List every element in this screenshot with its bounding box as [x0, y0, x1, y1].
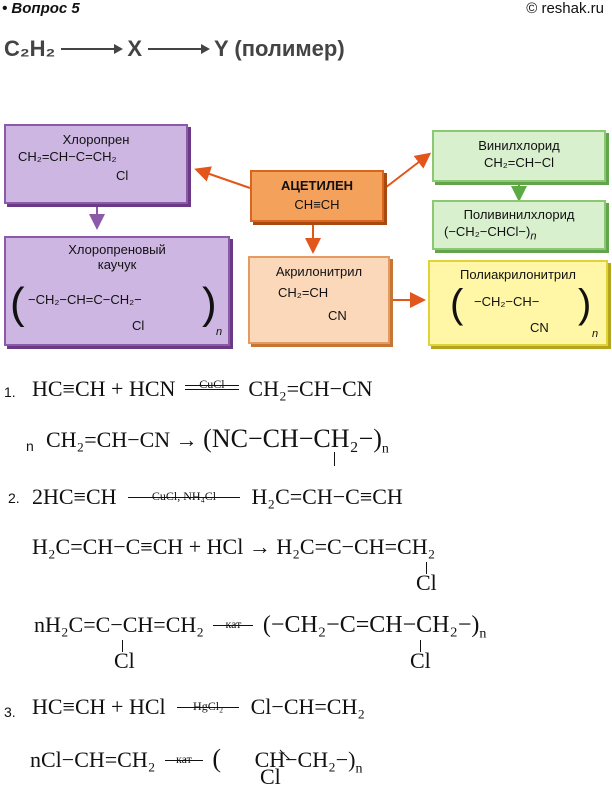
scheme-end: Y (полимер): [214, 36, 345, 61]
scheme-arrow-2: [148, 44, 211, 54]
eq1-condition: CuCl: [199, 377, 225, 391]
eq2b-sub: Cl: [416, 570, 437, 595]
eq1-arrow: CuCl: [184, 377, 239, 396]
eq2c-condition: кат: [225, 617, 242, 631]
eq2c-left: nH₂C=C−CH=CH₂: [34, 612, 204, 637]
acrylo-formula: CH₂=CH: [278, 285, 329, 300]
eq2c-sub-right: Cl: [410, 648, 431, 673]
pvc-formula: (−CH₂−CHCl−): [444, 224, 531, 239]
pan-bracket-left: (: [450, 282, 464, 326]
eq3b-left: nCl−CH=CH₂: [30, 747, 156, 772]
rubber-substituent: Cl: [132, 318, 145, 333]
eq1b-right: (NC−CH−CH₂−): [203, 424, 382, 453]
acetylene-title: АЦЕТИЛЕН: [280, 178, 354, 193]
pan-substituent: CN: [530, 320, 549, 335]
eq2-condition: CuCl, NH₄Cl: [151, 489, 217, 503]
diagram-arrows: [89, 152, 527, 308]
eq3-number: 3.: [4, 704, 16, 720]
eq1-left: HC≡CH + HCN: [32, 376, 176, 401]
acetylene-formula: CH≡CH: [294, 197, 340, 212]
rubber-title-2: каучук: [97, 257, 137, 272]
eq2-left: 2HC≡CH: [32, 484, 117, 509]
vinyl-formula: CH₂=CH−Cl: [483, 155, 555, 170]
eq2c-bond-left: [122, 640, 123, 652]
box-acrylonitrile: Акрилонитрил CH₂=CH CN: [248, 256, 390, 344]
eq1-number: 1.: [4, 384, 16, 400]
eq2b: H₂C=CH−C≡CH + HCl → H₂C=C−CH=CH₂: [32, 534, 436, 559]
eq1-right: CH₂=CH−CN: [248, 376, 373, 401]
rubber-bracket-left: (: [10, 279, 25, 328]
eq2-arrow: CuCl, NH₄Cl: [128, 489, 241, 504]
eq1b-bond: [334, 452, 335, 466]
vinyl-title: Винилхлорид: [478, 138, 560, 153]
eq1b-n: n: [26, 438, 34, 454]
box-pvc: Поливинилхлорид (−CH₂−CHCl−)n: [432, 200, 606, 250]
eq3b-right: CH−CH₂−): [254, 747, 356, 772]
eq1: HC≡CH + HCN CuCl CH₂=CH−CN: [32, 376, 373, 402]
chloroprene-title: Хлоропрен: [62, 132, 130, 147]
arrow-to-chloroprene: [194, 166, 251, 189]
eq2c: nH₂C=C−CH=CH₂ кат (−CH₂−C=CH−CH₂−)n: [34, 612, 486, 642]
pvc-n: n: [530, 230, 537, 243]
eq2c-arrow: кат: [213, 617, 254, 632]
box-polyacrylonitrile: Полиакрилонитрил ( −CH₂−CH− CN ) n: [428, 260, 608, 346]
rubber-formula: −CH₂−CH=C−CH₂−: [28, 292, 142, 307]
pvc-formula-row: (−CH₂−CHCl−)n: [444, 224, 604, 243]
eq3b-bond: [279, 749, 291, 761]
eq2c-sub-n: n: [479, 626, 487, 642]
eq1b-left: CH₂=CH−CN →: [46, 427, 198, 452]
eq2-number: 2.: [8, 490, 20, 506]
eq3-left: HC≡CH + HCl: [32, 694, 166, 719]
eq3-right: Cl−CH=CH₂: [250, 694, 366, 719]
box-vinylchloride: Винилхлорид CH₂=CH−Cl: [432, 130, 606, 182]
question-label: • Вопрос 5: [2, 0, 80, 17]
pan-title: Полиакрилонитрил: [460, 267, 576, 282]
site-watermark: © reshak.ru: [526, 0, 604, 17]
box-chloroprene-rubber: Хлоропреновый каучук ( −CH₂−CH=C−CH₂− Cl…: [4, 236, 230, 346]
scheme-mid: X: [127, 36, 143, 61]
rubber-bracket-right: ): [202, 279, 217, 328]
pan-bracket-right: ): [578, 282, 592, 326]
eq3: HC≡CH + HCl HgCl₂ Cl−CH=CH₂: [32, 694, 365, 720]
eq1b: CH₂=CH−CN → (NC−CH−CH₂−)n: [46, 424, 389, 457]
eq1b-sub-n: n: [381, 441, 389, 457]
reaction-scheme: C₂H₂ X Y (полимер): [4, 36, 345, 62]
arrow-to-vinylchloride: [384, 152, 432, 189]
eq3b-sub: Cl: [260, 764, 281, 789]
eq2c-sub-left: Cl: [114, 648, 135, 673]
eq3-arrow: HgCl₂: [177, 699, 240, 714]
rubber-title-1: Хлоропреновый: [68, 242, 166, 257]
eq3b-condition: кат: [175, 752, 192, 766]
pan-formula: −CH₂−CH−: [474, 294, 540, 309]
chloroprene-substituent: Cl: [116, 168, 129, 183]
eq2c-right: (−CH₂−C=CH−CH₂−): [262, 612, 480, 638]
box-acetylene: АЦЕТИЛЕН CH≡CH: [250, 170, 384, 222]
pvc-title: Поливинилхлорид: [463, 207, 575, 222]
acrylo-substituent: CN: [328, 308, 347, 323]
eq3b-bracket: (: [212, 744, 222, 773]
rubber-n: n: [216, 326, 223, 338]
eq2b-bond: [426, 562, 427, 574]
eq2-right: H₂C=CH−C≡CH: [251, 484, 403, 509]
chloroprene-formula: CH₂=CH−C=CH₂: [18, 149, 117, 164]
eq3b-arrow: кат: [164, 752, 203, 767]
scheme-arrow-1: [61, 44, 124, 54]
eq3-condition: HgCl₂: [193, 699, 224, 713]
eq3b-sub-n: n: [355, 761, 363, 777]
eq3b: nCl−CH=CH₂ кат ( CH−CH₂−)n: [30, 744, 363, 777]
eq2c-bond-right: [420, 640, 421, 652]
eq2: 2HC≡CH CuCl, NH₄Cl H₂C=CH−C≡CH: [32, 484, 403, 510]
pan-n: n: [592, 328, 599, 340]
acrylo-title: Акрилонитрил: [275, 264, 363, 279]
box-chloroprene: Хлоропрен CH₂=CH−C=CH₂ Cl: [4, 124, 188, 204]
scheme-start: C₂H₂: [4, 36, 56, 61]
